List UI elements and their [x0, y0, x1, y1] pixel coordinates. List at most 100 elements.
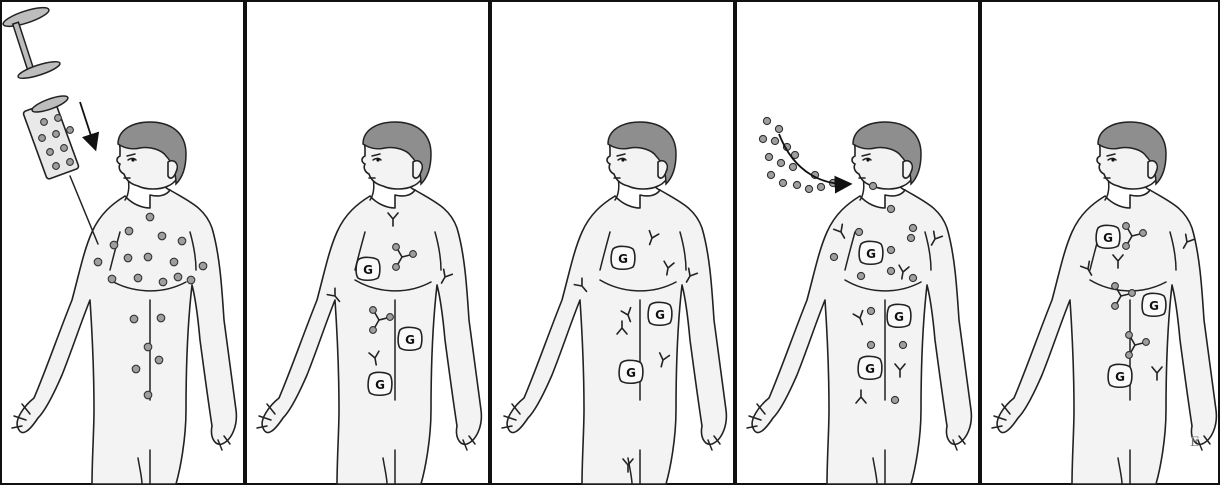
particle-icon	[1112, 283, 1119, 290]
panel-4: G G G	[736, 1, 979, 484]
particle-icon	[763, 117, 770, 124]
particle-icon	[771, 137, 778, 144]
cell-icon: G	[619, 360, 643, 383]
particle-icon	[110, 241, 118, 249]
particle-icon	[887, 267, 894, 274]
particle-icon	[125, 227, 133, 235]
particle-icon	[765, 153, 772, 160]
particle-icon	[393, 264, 400, 271]
particle-icon	[887, 205, 894, 212]
particle-icon	[1123, 243, 1130, 250]
particle-icon	[410, 251, 417, 258]
cell-icon: G	[648, 302, 672, 325]
particle-icon	[867, 341, 874, 348]
particle-icon	[55, 115, 62, 122]
cell-icon: G	[611, 246, 635, 269]
particle-icon	[67, 159, 74, 166]
cell-icon: G	[887, 304, 911, 327]
particle-icon	[157, 314, 165, 322]
cell-label: G	[375, 378, 385, 392]
particle-icon	[174, 273, 182, 281]
particle-icon	[393, 244, 400, 251]
particle-icon	[1129, 290, 1136, 297]
particle-icon	[759, 135, 766, 142]
cell-label: G	[1115, 370, 1125, 384]
particle-icon	[387, 314, 394, 321]
cell-icon: G	[858, 356, 882, 379]
particle-icon	[170, 258, 178, 266]
cell-icon: G	[1096, 225, 1120, 248]
panel-1	[1, 1, 244, 484]
particle-icon	[132, 365, 140, 373]
particle-icon	[779, 179, 786, 186]
particle-icon	[887, 246, 894, 253]
particle-icon	[159, 278, 167, 286]
cell-icon: G	[1108, 364, 1132, 387]
particle-icon	[94, 258, 102, 266]
particle-icon	[146, 213, 154, 221]
cell-label: G	[405, 333, 415, 347]
particle-icon	[1112, 303, 1119, 310]
particle-icon	[857, 272, 864, 279]
panel-5: G G G E	[981, 1, 1219, 484]
particle-icon	[909, 224, 916, 231]
cell-label: G	[866, 247, 876, 261]
cell-icon: G	[398, 327, 422, 350]
particle-icon	[907, 234, 914, 241]
panel-3: G G G	[491, 1, 734, 484]
particle-icon	[53, 131, 60, 138]
particle-icon	[1126, 332, 1133, 339]
particle-icon	[805, 185, 812, 192]
particle-icon	[891, 396, 898, 403]
cell-label: G	[865, 362, 875, 376]
particle-icon	[789, 163, 796, 170]
cell-label: G	[894, 310, 904, 324]
particle-icon	[199, 262, 207, 270]
particle-icon	[899, 341, 906, 348]
particle-icon	[1143, 339, 1150, 346]
cell-label: G	[655, 308, 665, 322]
particle-icon	[370, 307, 377, 314]
particle-icon	[144, 391, 152, 399]
particle-icon	[1123, 223, 1130, 230]
particle-icon	[370, 327, 377, 334]
cell-icon: G	[1142, 293, 1166, 316]
particle-icon	[1140, 230, 1147, 237]
cell-icon: G	[859, 241, 883, 264]
particle-icon	[793, 181, 800, 188]
particle-icon	[134, 274, 142, 282]
particle-icon	[178, 237, 186, 245]
cell-label: G	[363, 263, 373, 277]
particle-icon	[1126, 352, 1133, 359]
particle-icon	[47, 149, 54, 156]
particle-icon	[155, 356, 163, 364]
particle-icon	[775, 125, 782, 132]
particle-icon	[817, 183, 824, 190]
particle-icon	[158, 232, 166, 240]
particle-icon	[41, 119, 48, 126]
particle-icon	[869, 182, 876, 189]
particle-icon	[144, 253, 152, 261]
particle-icon	[39, 135, 46, 142]
particle-icon	[767, 171, 774, 178]
cell-label: G	[626, 366, 636, 380]
particle-icon	[61, 145, 68, 152]
cell-label: G	[1103, 231, 1113, 245]
artist-signature: E	[1190, 435, 1200, 450]
particle-icon	[909, 274, 916, 281]
particle-icon	[124, 254, 132, 262]
cell-icon: G	[356, 257, 380, 280]
particle-icon	[830, 253, 837, 260]
cell-icon: G	[368, 372, 392, 395]
cell-label: G	[618, 252, 628, 266]
particle-icon	[144, 343, 152, 351]
particle-icon	[187, 276, 195, 284]
particle-icon	[867, 307, 874, 314]
particle-icon	[53, 163, 60, 170]
particle-icon	[130, 315, 138, 323]
particle-icon	[855, 228, 862, 235]
particle-icon	[777, 159, 784, 166]
panel-2: G G G	[246, 1, 489, 484]
particle-icon	[108, 275, 116, 283]
